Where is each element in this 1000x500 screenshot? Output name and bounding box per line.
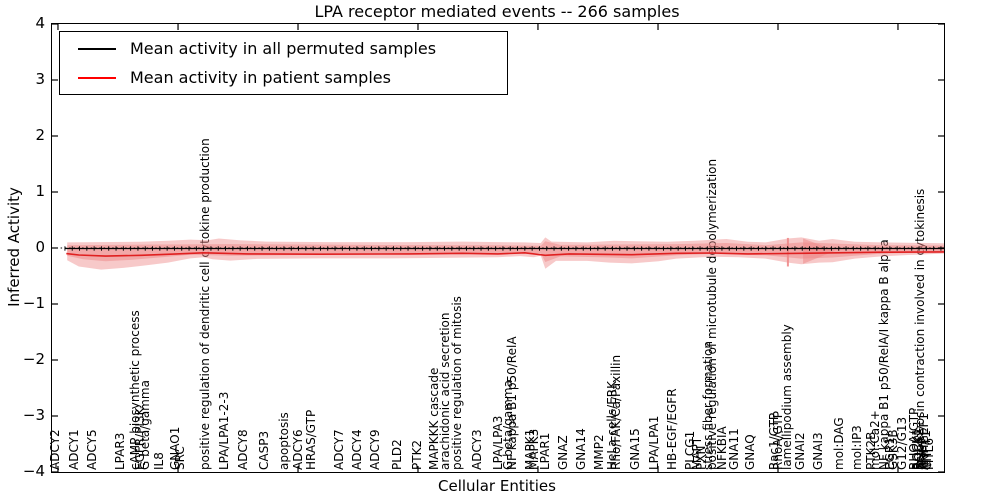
legend-line-red: [78, 76, 116, 79]
legend-label-patient: Mean activity in patient samples: [130, 68, 391, 87]
y-tick-label: −3: [22, 406, 45, 424]
y-tick-label: −2: [22, 350, 45, 368]
x-axis-label: Cellular Entities: [438, 477, 556, 495]
legend-item-permuted: Mean activity in all permuted samples: [60, 34, 507, 63]
band-arrow-marker: [803, 238, 836, 264]
y-tick-label: 0: [35, 238, 45, 256]
patient-mean-line: [66, 251, 944, 257]
legend: Mean activity in all permuted samples Me…: [59, 31, 508, 95]
legend-item-patient: Mean activity in patient samples: [60, 63, 507, 92]
y-tick-label: 4: [35, 14, 45, 32]
y-tick-label: 2: [35, 126, 45, 144]
chart-canvas: [52, 24, 944, 472]
legend-label-permuted: Mean activity in all permuted samples: [130, 39, 437, 58]
y-tick-label: −4: [22, 462, 45, 480]
legend-line-black: [78, 47, 116, 50]
confidence-band-inner: [67, 241, 944, 262]
y-tick-label: −1: [22, 294, 45, 312]
y-tick-label: 3: [35, 70, 45, 88]
y-tick-label: 1: [35, 182, 45, 200]
chart-title: LPA receptor mediated events -- 266 samp…: [314, 2, 680, 21]
